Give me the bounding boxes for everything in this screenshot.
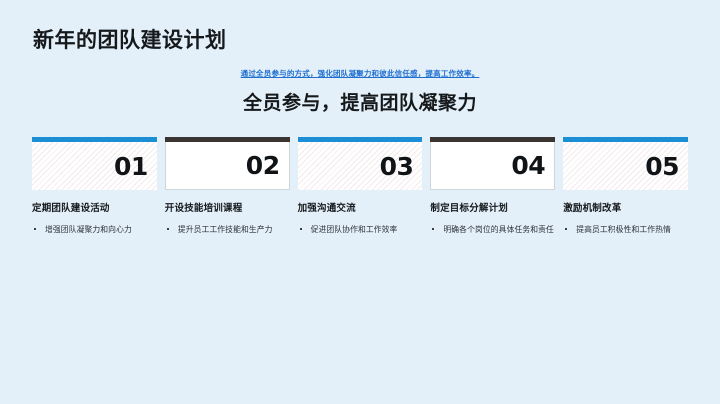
card-number: 02 [245, 151, 280, 180]
bullet-dot-icon [166, 228, 169, 231]
bullet-dot-icon [432, 228, 435, 231]
card-accent-bar [297, 137, 423, 142]
card-bullet-item: 增强团队凝聚力和向心力 [32, 224, 157, 236]
slide-subtitle: 全员参与，提高团队凝聚力 [242, 92, 477, 114]
card-bullet-list: 明确各个岗位的具体任务和责任 [430, 224, 555, 236]
step-card[interactable]: 01 定期团队建设活动增强团队凝聚力和向心力 [32, 137, 157, 236]
card-number-panel: 04 [430, 142, 556, 190]
card-bullet-text: 提升员工工作技能和生产力 [177, 225, 273, 235]
card-bullet-text: 促进团队协作和工作效率 [310, 225, 398, 235]
card-bullet-list: 提高员工积极性和工作热情 [563, 224, 688, 236]
card-bullet-text: 提高员工积极性和工作热情 [576, 225, 671, 235]
step-card[interactable]: 05 激励机制改革提高员工积极性和工作热情 [563, 137, 688, 236]
card-bullet-text: 增强团队凝聚力和向心力 [45, 225, 132, 235]
card-row: 01 定期团队建设活动增强团队凝聚力和向心力 02 开设技能培训课程提升员工工作技能和… [32, 137, 688, 236]
card-bullet-list: 增强团队凝聚力和向心力 [32, 224, 157, 236]
card-bullet-text: 明确各个岗位的具体任务和责任 [443, 225, 554, 235]
bullet-dot-icon [299, 228, 302, 231]
card-bullet-item: 提高员工积极性和工作热情 [563, 224, 688, 236]
slide-caption-link[interactable]: 通过全员参与的方式，强化团队凝聚力和彼此信任感，提高工作效率。 [240, 69, 480, 78]
card-heading: 制定目标分解计划 [430, 203, 508, 214]
card-accent-bar [563, 137, 688, 142]
card-heading: 定期团队建设活动 [32, 203, 110, 214]
page-title: 新年的团队建设计划 [33, 28, 227, 52]
step-card[interactable]: 03 加强沟通交流促进团队协作和工作效率 [297, 137, 423, 236]
card-bullet-list: 促进团队协作和工作效率 [298, 224, 423, 236]
card-bullet-item: 提升员工工作技能和生产力 [165, 224, 290, 236]
card-number-panel: 01 [32, 142, 157, 190]
card-number: 05 [645, 151, 679, 181]
card-bullet-item: 明确各个岗位的具体任务和责任 [430, 224, 555, 236]
card-heading: 激励机制改革 [563, 203, 622, 214]
card-accent-bar [32, 137, 157, 142]
card-number-panel: 02 [164, 142, 290, 190]
card-number: 03 [379, 151, 414, 181]
card-number-panel: 05 [563, 142, 688, 190]
card-number: 01 [114, 151, 148, 181]
bullet-dot-icon [34, 228, 36, 231]
card-bullet-item: 促进团队协作和工作效率 [298, 224, 423, 236]
card-bullet-list: 提升员工工作技能和生产力 [165, 224, 290, 236]
step-card[interactable]: 04 制定目标分解计划明确各个岗位的具体任务和责任 [430, 137, 556, 236]
card-number-panel: 03 [297, 142, 423, 190]
bullet-dot-icon [565, 228, 568, 231]
card-number: 04 [511, 151, 546, 180]
step-card[interactable]: 02 开设技能培训课程提升员工工作技能和生产力 [164, 137, 290, 236]
card-heading: 加强沟通交流 [297, 203, 356, 214]
card-accent-bar [164, 137, 290, 142]
card-accent-bar [430, 137, 556, 142]
card-heading: 开设技能培训课程 [164, 203, 243, 214]
